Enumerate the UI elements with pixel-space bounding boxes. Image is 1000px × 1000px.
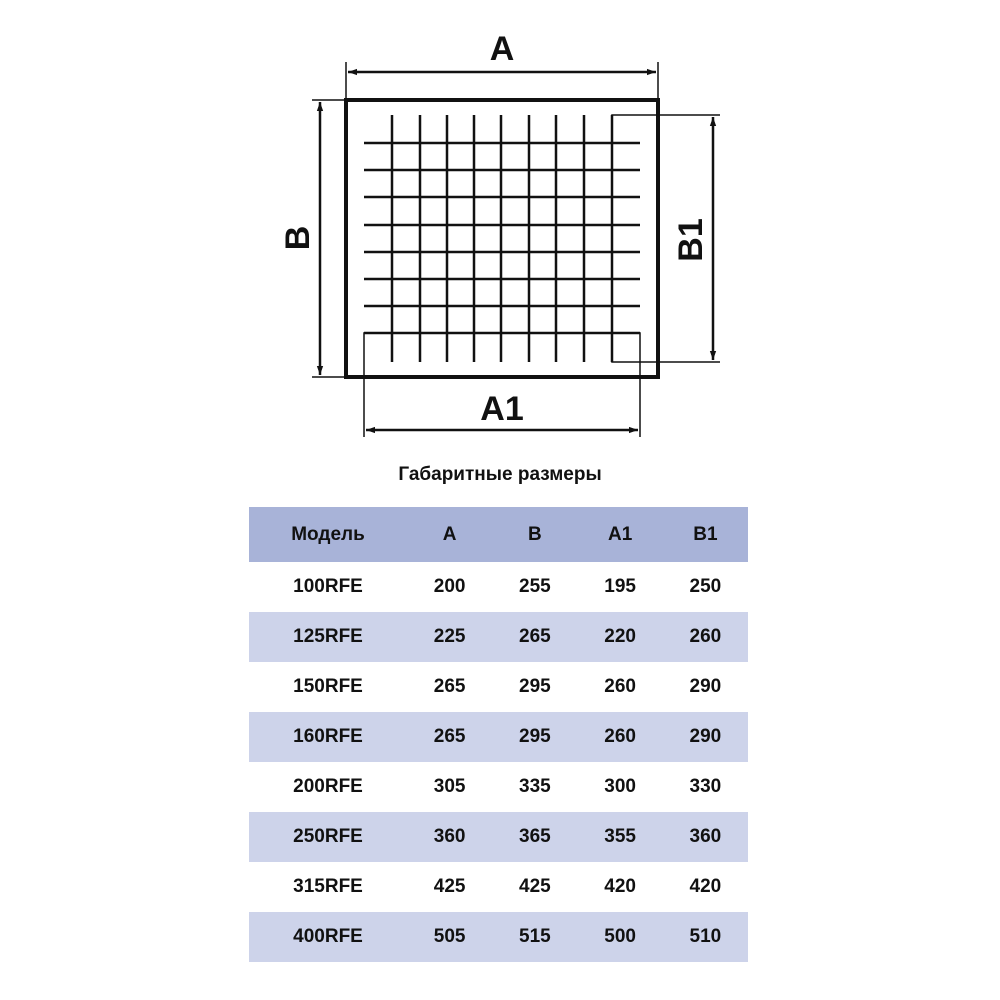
dimension-cell: 505 (407, 912, 493, 962)
grille-outline (344, 98, 660, 379)
dimension-cell: 365 (492, 812, 578, 862)
label-b: B (279, 226, 317, 251)
model-cell: 125RFE (249, 612, 407, 662)
dimension-cell: 250 (689, 576, 722, 597)
dimension-cell: 355 (577, 812, 663, 862)
table-row: 200RFE 305 335 300 330 (249, 762, 748, 812)
model-cell: 200RFE (293, 776, 363, 797)
dimension-cell: 290 (689, 676, 722, 697)
dimension-lines (312, 62, 720, 437)
model-cell: 100RFE (293, 576, 363, 597)
model-cell: 160RFE (249, 712, 407, 762)
column-header: A (407, 507, 493, 562)
dimension-cell: 220 (577, 612, 663, 662)
dimension-cell: 265 (492, 612, 578, 662)
column-header: B1 (662, 507, 748, 562)
table-row: 100RFE 200 255 195 250 (249, 562, 748, 612)
dimension-cell: 225 (407, 612, 493, 662)
model-cell: 250RFE (249, 812, 407, 862)
dimension-cell: 265 (407, 712, 493, 762)
column-header: A1 (577, 507, 663, 562)
label-a: A (490, 30, 515, 68)
grille-dimension-drawing: A A1 B B1 (279, 30, 720, 437)
model-cell: 150RFE (293, 676, 363, 697)
dimension-cell: 330 (689, 776, 722, 797)
label-b1: B1 (672, 218, 710, 261)
table-row: 150RFE 265 295 260 290 (249, 662, 748, 712)
dimension-cell: 195 (604, 576, 636, 597)
table-row: 315RFE 425 425 420 420 (249, 862, 748, 912)
grille-grid (364, 115, 640, 362)
dimension-cell: 510 (662, 912, 748, 962)
dimension-cell: 420 (689, 876, 722, 897)
dimension-cell: 420 (604, 876, 636, 897)
dimension-cell: 425 (433, 876, 466, 897)
dimension-cell: 265 (433, 676, 466, 697)
dimension-cell: 295 (519, 676, 551, 697)
dimension-cell: 360 (662, 812, 748, 862)
dimension-cell: 515 (492, 912, 578, 962)
dimension-cell: 360 (407, 812, 493, 862)
column-header: B (492, 507, 578, 562)
table-title: Габаритные размеры (398, 464, 602, 485)
dimension-cell: 255 (519, 576, 551, 597)
column-header: Модель (249, 507, 407, 562)
dimension-cell: 305 (433, 776, 466, 797)
dimension-cell: 425 (519, 876, 551, 897)
dimension-cell: 335 (519, 776, 551, 797)
model-cell: 315RFE (293, 876, 363, 897)
dimension-cell: 260 (577, 712, 663, 762)
dimension-cell: 290 (662, 712, 748, 762)
label-a1: A1 (480, 390, 523, 428)
dimension-cell: 300 (604, 776, 636, 797)
dimension-cell: 260 (662, 612, 748, 662)
model-cell: 400RFE (249, 912, 407, 962)
dimension-cell: 500 (577, 912, 663, 962)
dimension-cell: 200 (433, 576, 466, 597)
dimension-cell: 295 (492, 712, 578, 762)
dimension-cell: 260 (604, 676, 636, 697)
